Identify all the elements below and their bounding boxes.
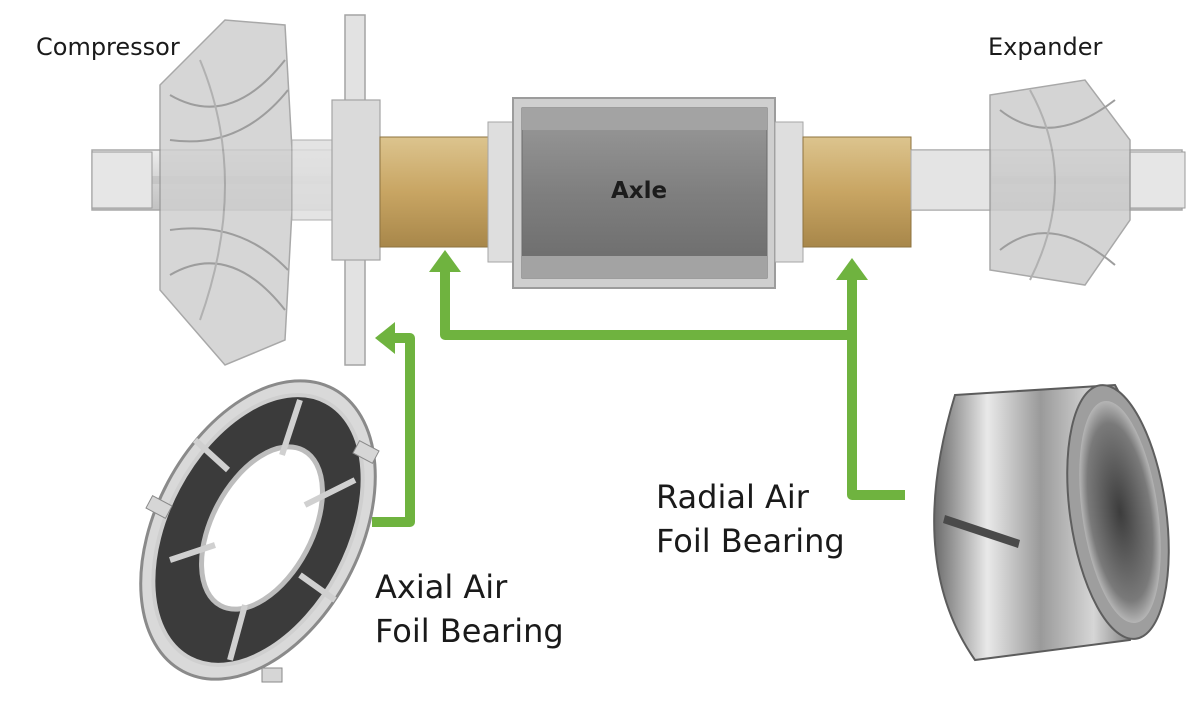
axle-label: Axle (611, 178, 668, 204)
bearing-arrows (372, 270, 905, 527)
expander-wheel (989, 79, 1131, 286)
right-bearing-sleeve (802, 136, 912, 248)
expander-label: Expander (988, 33, 1103, 61)
thrust-disc (331, 14, 381, 366)
radial-foil-bearing (933, 383, 1170, 662)
motor-housing (512, 97, 776, 289)
left-bearing-sleeve (379, 136, 489, 248)
axial-bearing-label-line1: Axial Air (375, 568, 508, 606)
compressor-wheel (159, 19, 333, 366)
axial-foil-bearing (139, 379, 380, 683)
axial-bearing-label: Axial Air Foil Bearing (375, 565, 615, 653)
compressor-label: Compressor (36, 33, 180, 61)
radial-arrow (440, 270, 905, 500)
arrow-heads (375, 250, 868, 354)
radial-bearing-label-line1: Radial Air (656, 478, 809, 516)
axial-arrow (372, 333, 415, 527)
axial-bearing-label-line2: Foil Bearing (375, 612, 564, 650)
radial-bearing-label-line2: Foil Bearing (656, 522, 845, 560)
radial-bearing-label: Radial Air Foil Bearing (656, 475, 896, 563)
